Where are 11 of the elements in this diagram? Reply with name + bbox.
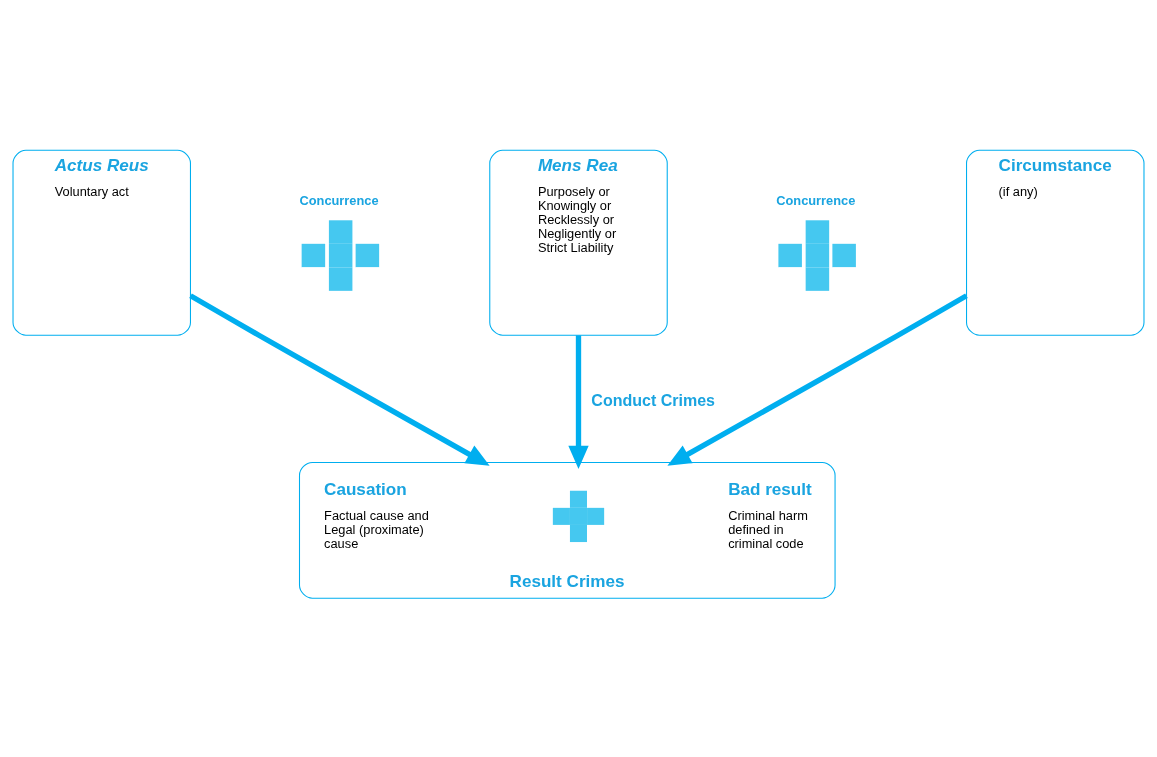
- node-label: Concurrence: [776, 192, 856, 208]
- arrow: [568, 335, 589, 470]
- node-text: Causation Factual cause and Legal (proximate) cause: [324, 479, 429, 552]
- arrow: [667, 293, 968, 466]
- node-box: Actus Reus Voluntary act: [12, 149, 191, 336]
- node-text: Bad result Criminal harm defined in criminal code: [728, 479, 812, 552]
- arrow: [189, 293, 490, 466]
- node-box: Circumstance (if any): [966, 149, 1145, 336]
- node-box: Mens Rea Purposely or Knowingly or Recklessly or Negligently or Strict Liability: [489, 149, 668, 336]
- edge-label: Conduct Crimes: [591, 391, 716, 410]
- node-label: Concurrence: [299, 192, 379, 208]
